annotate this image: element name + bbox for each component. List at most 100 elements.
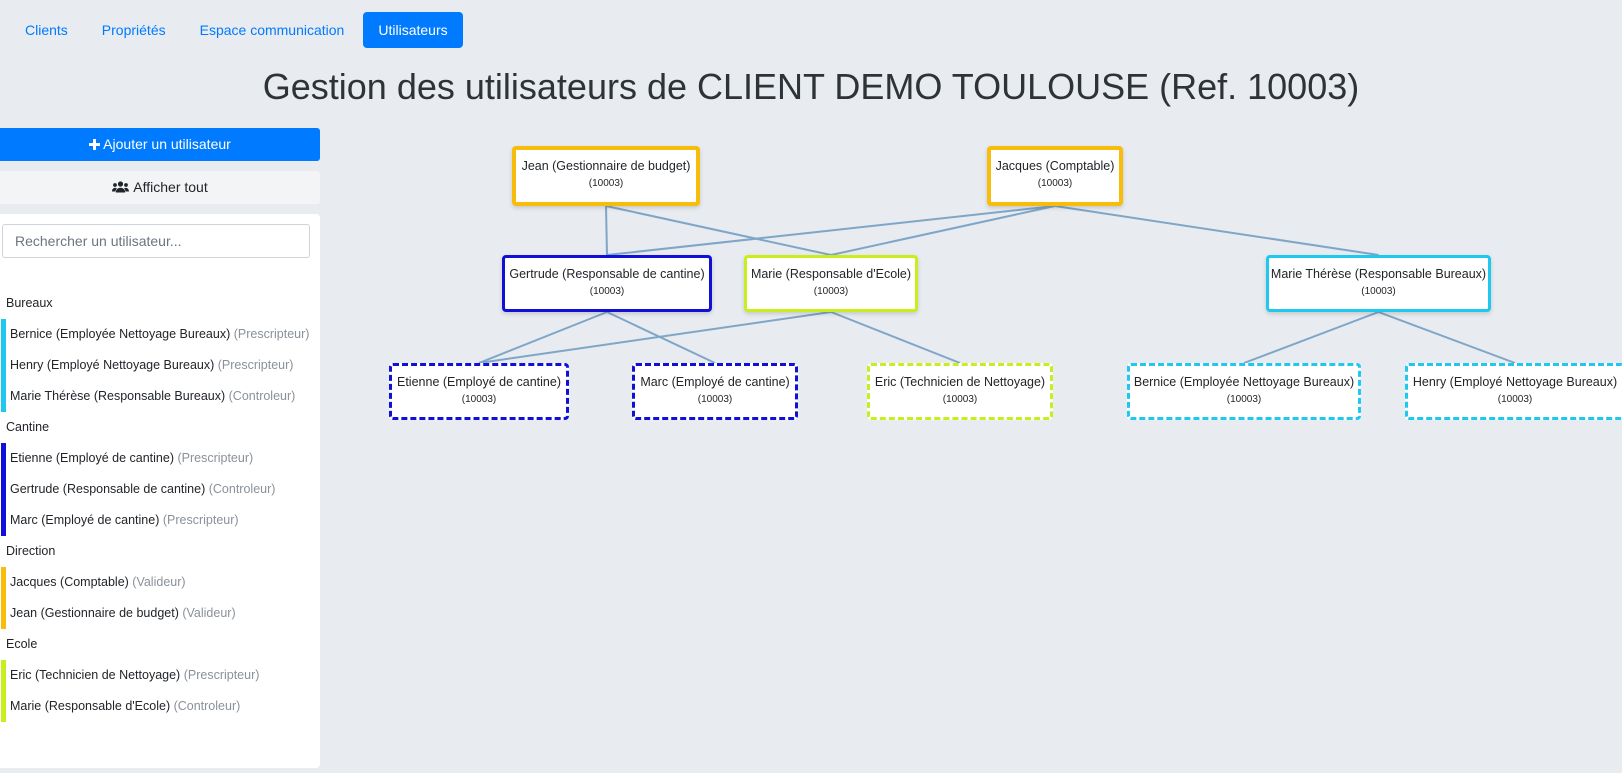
add-user-button[interactable]: Ajouter un utilisateur (0, 128, 320, 161)
org-node-ref: (10003) (813, 286, 849, 297)
org-link-jacques-marie-therese (1054, 205, 1379, 256)
show-all-label: Afficher tout (133, 179, 208, 195)
add-user-label: Ajouter un utilisateur (103, 136, 231, 152)
org-node-name: Henry (Employé Nettoyage Bureaux) (1412, 375, 1618, 389)
org-node-name: Jean (Gestionnaire de budget) (521, 159, 691, 173)
user-list-item[interactable]: Marie Thérèse (Responsable Bureaux) (Con… (6, 381, 320, 412)
user-role: (Prescripteur) (230, 327, 310, 341)
group-title: Cantine (6, 420, 50, 434)
org-node-name: Bernice (Employée Nettoyage Bureaux) (1133, 375, 1355, 389)
org-node-marc[interactable]: Marc (Employé de cantine) (10003) (632, 363, 798, 420)
user-list-item[interactable]: Jean (Gestionnaire de budget) (Valideur) (6, 598, 320, 629)
user-list-item[interactable]: Henry (Employé Nettoyage Bureaux) (Presc… (6, 350, 320, 381)
user-list-item[interactable]: Marc (Employé de cantine) (Prescripteur) (6, 505, 320, 536)
org-node-ref: (10003) (1497, 394, 1533, 405)
org-node-eric[interactable]: Eric (Technicien de Nettoyage) (10003) (867, 363, 1053, 420)
group-members: Jacques (Comptable) (Valideur)Jean (Gest… (1, 567, 320, 629)
org-node-ref: (10003) (461, 394, 497, 405)
org-link-jean-gertrude (605, 205, 608, 256)
org-node-name: Gertrude (Responsable de cantine) (509, 267, 705, 281)
user-name: Gertrude (Responsable de cantine) (10, 482, 206, 496)
tab-espace-communication[interactable]: Espace communication (199, 22, 345, 38)
user-role: (Controleur) (205, 482, 276, 496)
user-role: (Valideur) (128, 575, 186, 589)
user-role: (Prescripteur) (173, 451, 254, 465)
org-node-henry[interactable]: Henry (Employé Nettoyage Bureaux) (10003) (1405, 363, 1622, 420)
org-node-ref: (10003) (588, 178, 624, 189)
user-name: Marie (Responsable d'Ecole) (10, 699, 171, 713)
tab-utilisateurs[interactable]: Utilisateurs (363, 12, 463, 48)
org-link-gertrude-etienne (478, 311, 608, 364)
user-name: Marc (Employé de cantine) (10, 513, 160, 527)
org-node-name: Marie (Responsable d'Ecole) (750, 267, 912, 281)
org-link-jacques-marie (830, 205, 1056, 256)
user-list-item[interactable]: Eric (Technicien de Nettoyage) (Prescrip… (6, 660, 320, 691)
org-node-gertrude[interactable]: Gertrude (Responsable de cantine) (10003) (502, 255, 712, 312)
group-title: Direction (6, 544, 56, 558)
org-node-name: Marc (Employé de cantine) (640, 375, 790, 389)
page-title: Gestion des utilisateurs de CLIENT DEMO … (262, 66, 1360, 107)
user-role: (Controleur) (170, 699, 241, 713)
org-link-jean-marie (605, 205, 832, 256)
user-name: Etienne (Employé de cantine) (10, 451, 174, 465)
org-node-ref: (10003) (942, 394, 978, 405)
group-title: Bureaux (6, 296, 53, 310)
user-sidebar: Ajouter un utilisateur Afficher tout Bur… (0, 128, 320, 768)
org-node-marie[interactable]: Marie (Responsable d'Ecole) (10003) (744, 255, 918, 312)
org-node-bernice[interactable]: Bernice (Employée Nettoyage Bureaux) (100… (1127, 363, 1361, 420)
user-name: Eric (Technicien de Nettoyage) (10, 668, 181, 682)
group-members: Etienne (Employé de cantine) (Prescripte… (1, 443, 320, 536)
org-node-jacques[interactable]: Jacques (Comptable) (10003) (987, 146, 1123, 206)
org-link-marie-etienne (478, 311, 832, 364)
user-list-item[interactable]: Marie (Responsable d'Ecole) (Controleur) (6, 691, 320, 722)
user-role: (Prescripteur) (159, 513, 239, 527)
user-name: Marie Thérèse (Responsable Bureaux) (10, 389, 226, 403)
user-list-item[interactable]: Jacques (Comptable) (Valideur) (6, 567, 320, 598)
org-link-marie-therese-henry (1378, 311, 1516, 364)
org-node-marie-therese[interactable]: Marie Thérèse (Responsable Bureaux) (1000… (1266, 255, 1491, 312)
user-name: Jacques (Comptable) (10, 575, 129, 589)
group-members: Eric (Technicien de Nettoyage) (Prescrip… (1, 660, 320, 722)
org-link-gertrude-marc (606, 311, 716, 364)
org-link-marie-therese-bernice (1243, 311, 1379, 364)
org-node-ref: (10003) (1361, 286, 1396, 297)
user-list-item[interactable]: Bernice (Employée Nettoyage Bureaux) (Pr… (6, 319, 320, 350)
user-list-item[interactable]: Etienne (Employé de cantine) (Prescripte… (6, 443, 320, 474)
group-title: Ecole (6, 637, 38, 651)
org-node-jean[interactable]: Jean (Gestionnaire de budget) (10003) (512, 146, 700, 206)
org-node-name: Eric (Technicien de Nettoyage) (874, 375, 1046, 389)
user-list-item[interactable]: Gertrude (Responsable de cantine) (Contr… (6, 474, 320, 505)
users-icon (112, 181, 130, 193)
tab-clients[interactable]: Clients (25, 22, 68, 38)
show-all-button[interactable]: Afficher tout (0, 171, 320, 204)
user-role: (Prescripteur) (214, 358, 294, 372)
user-name: Henry (Employé Nettoyage Bureaux) (10, 358, 215, 372)
org-node-ref: (10003) (1037, 178, 1073, 189)
user-role: (Valideur) (178, 606, 236, 620)
tab-proprietes[interactable]: Propriétés (101, 22, 166, 38)
org-node-ref: (10003) (697, 394, 733, 405)
user-name: Jean (Gestionnaire de budget) (10, 606, 179, 620)
group-members: Bernice (Employée Nettoyage Bureaux) (Pr… (1, 319, 320, 412)
org-node-etienne[interactable]: Etienne (Employé de cantine) (10003) (389, 363, 569, 420)
main-tabs: Clients Propriétés Espace communication … (10, 12, 463, 48)
org-node-name: Etienne (Employé de cantine) (397, 375, 561, 389)
search-user-input[interactable] (2, 224, 310, 258)
org-node-name: Jacques (Comptable) (995, 159, 1115, 173)
org-node-name: Marie Thérèse (Responsable Bureaux) (1270, 267, 1487, 281)
org-node-ref: (10003) (589, 286, 625, 297)
user-role: (Prescripteur) (180, 668, 260, 682)
user-role: (Controleur) (225, 389, 296, 403)
org-link-jacques-gertrude (606, 205, 1056, 256)
org-node-ref: (10003) (1226, 394, 1262, 405)
user-name: Bernice (Employée Nettoyage Bureaux) (10, 327, 231, 341)
org-link-marie-eric (830, 311, 961, 364)
plus-icon (89, 139, 101, 150)
